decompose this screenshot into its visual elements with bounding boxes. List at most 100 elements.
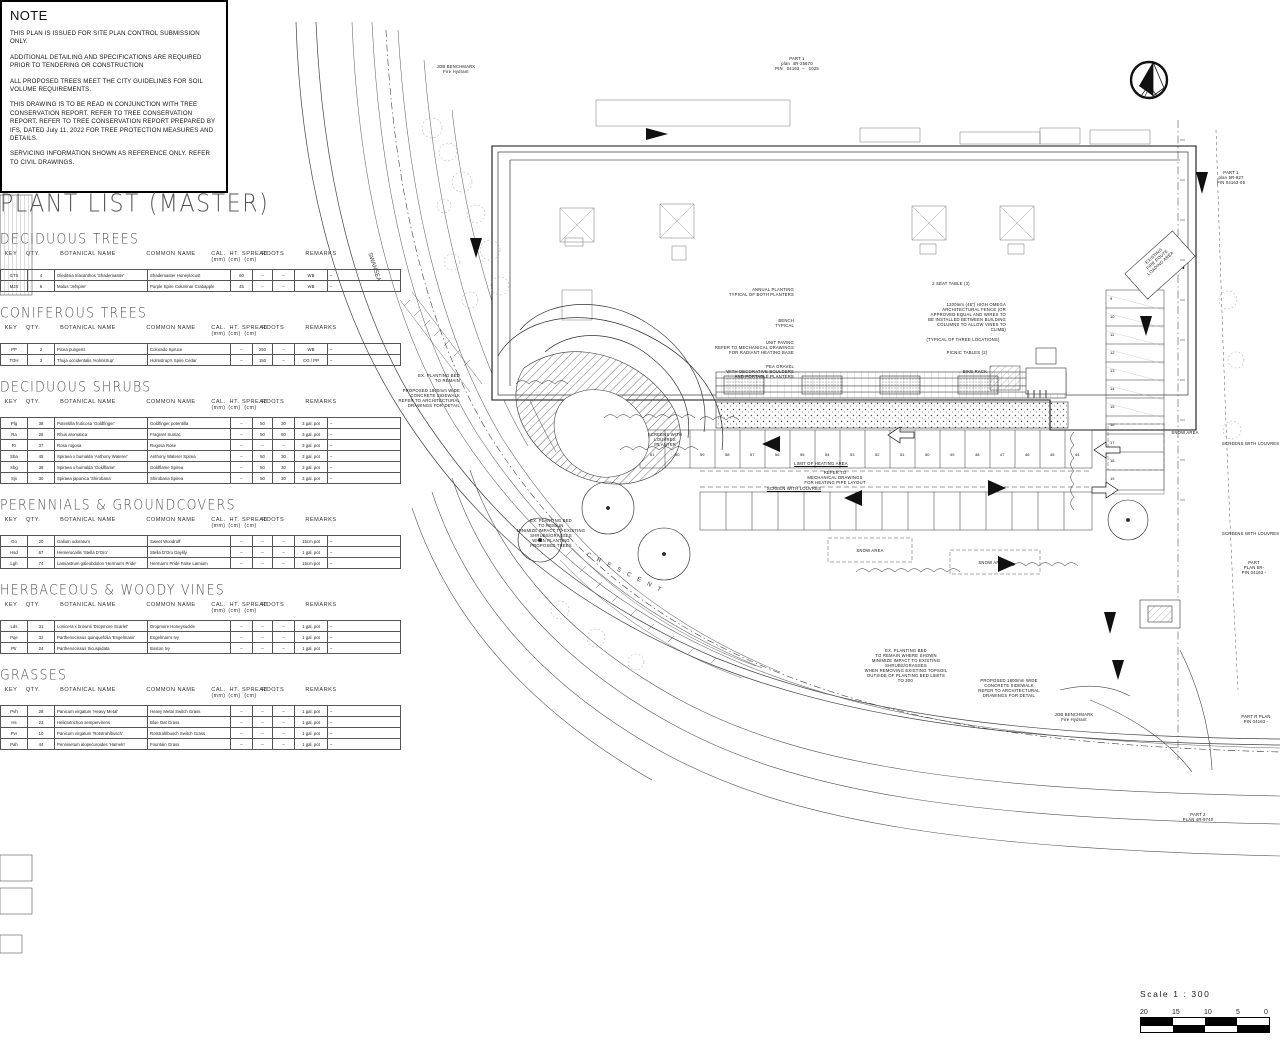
plant-section-title: GRASSES	[0, 665, 68, 683]
column-header: CAL.(mm)	[211, 687, 226, 699]
plant-section-title: PERENNIALS & GROUNDCOVERS	[0, 495, 236, 513]
column-header: BOTANICAL NAME	[60, 399, 116, 405]
scale-bar-graphic-bottom	[1140, 1026, 1270, 1033]
scale-label: Scale 1 : 300	[1140, 989, 1211, 999]
table-cell-remarks: –	[327, 557, 401, 569]
scale-tick: 5	[1235, 1009, 1240, 1016]
table-cell-remarks: –	[327, 738, 401, 750]
column-header: ROOTS	[261, 251, 285, 257]
column-header: REMARKS	[305, 517, 337, 523]
plant-table-header: KEY QTY. BOTANICAL NAME COMMON NAME CAL.(mm)…	[0, 687, 365, 699]
column-header: HT.(cm)	[228, 517, 241, 529]
plant-list: PLANT LIST (MASTER) DECIDUOUS TREES KEY QT…	[0, 190, 401, 750]
column-header: COMMON NAME	[146, 325, 196, 331]
table-cell-roots: 15cm pot	[294, 557, 328, 569]
table-cell-common: Purple Spire Columnar Crabapple	[147, 280, 231, 292]
column-header: HT.(cm)	[228, 687, 241, 699]
column-header: QTY.	[25, 517, 41, 523]
note-paragraph: THIS PLAN IS ISSUED FOR SITE PLAN CONTRO…	[10, 30, 200, 46]
column-header: REMARKS	[305, 325, 337, 331]
column-header: KEY	[4, 687, 18, 693]
note-paragraph: THIS DRAWING IS TO BE READ IN CONJUNCTIO…	[10, 101, 216, 143]
column-header: BOTANICAL NAME	[60, 602, 116, 608]
column-header: BOTANICAL NAME	[60, 251, 116, 257]
column-header: CAL.(mm)	[211, 325, 226, 337]
column-header: KEY	[4, 602, 18, 608]
column-header: COMMON NAME	[146, 251, 196, 257]
column-header: CAL.(mm)	[211, 517, 226, 529]
column-header: KEY	[4, 399, 18, 405]
table-row: MJS6Malus 'Jefspire'Purple Spire Columna…	[0, 280, 401, 292]
column-header: QTY.	[25, 687, 41, 693]
note-paragraph: ADDITIONAL DETAILING AND SPECIFICATIONS …	[10, 53, 202, 70]
column-header: CAL.(mm)	[211, 251, 226, 263]
table-cell-common: Fountain Grass	[147, 738, 231, 750]
plant-section-title: DECIDUOUS TREES	[0, 229, 140, 247]
table-cell-common: Holmstrup's Spire Cedar	[147, 354, 231, 366]
table-cell-remarks: –	[327, 472, 401, 484]
column-header: CAL.(mm)	[211, 399, 226, 411]
column-header: REMARKS	[305, 399, 337, 405]
column-header: BOTANICAL NAME	[60, 325, 116, 331]
column-header: SPREAD(cm)	[242, 325, 269, 337]
column-header: HT.(cm)	[228, 602, 241, 614]
table-cell-remarks: –	[327, 354, 401, 366]
plant-table-header: KEY QTY. BOTANICAL NAME COMMON NAME CAL.(mm)…	[0, 399, 365, 411]
plant-section-title: CONIFEROUS TREES	[0, 303, 148, 321]
table-cell-roots: 3 gal. pot	[294, 472, 328, 484]
plant-section-title: HERBACEOUS & WOODY VINES	[0, 580, 225, 598]
note-paragraph: SERVICING INFORMATION SHOWN AS REFERENCE…	[10, 150, 211, 166]
table-cell-qty: 44	[27, 738, 55, 750]
column-header: SPREAD(cm)	[242, 251, 269, 263]
column-header: REMARKS	[305, 251, 337, 257]
table-cell-remarks: –	[327, 280, 401, 292]
table-cell-cal: –	[230, 472, 253, 484]
column-header: QTY.	[25, 399, 41, 405]
scale-bar-graphic-top	[1140, 1017, 1270, 1026]
table-cell-qty: 30	[27, 472, 55, 484]
scale-tick: 0	[1264, 1009, 1268, 1016]
table-cell-botanical: Lamiastrum galeobdolon 'Herman's Pride'	[54, 557, 148, 569]
column-header: BOTANICAL NAME	[60, 687, 116, 693]
column-header: QTY.	[25, 602, 41, 608]
column-header: ROOTS	[261, 399, 285, 405]
column-header: REMARKS	[305, 687, 337, 693]
column-header: SPREAD(cm)	[242, 687, 269, 699]
table-cell-spread: –	[272, 642, 295, 654]
note-title: NOTE	[10, 8, 48, 23]
column-header: COMMON NAME	[146, 399, 196, 405]
column-header: SPREAD(cm)	[242, 517, 269, 529]
table-cell-common: Herman's Pride False Lamium	[147, 557, 231, 569]
column-header: KEY	[4, 517, 18, 523]
plant-list-title: PLANT LIST (MASTER)	[0, 190, 270, 218]
column-header: HT.(cm)	[228, 325, 241, 337]
column-header: HT.(cm)	[228, 251, 241, 263]
column-header: BOTANICAL NAME	[60, 517, 116, 523]
column-header: COMMON NAME	[146, 687, 196, 693]
column-header: SPREAD(cm)	[242, 602, 269, 614]
north-arrow-icon	[1129, 60, 1169, 100]
table-cell-remarks: –	[327, 642, 401, 654]
column-header: ROOTS	[261, 517, 285, 523]
column-header: ROOTS	[261, 687, 285, 693]
column-header: COMMON NAME	[146, 517, 196, 523]
column-header: QTY.	[25, 251, 41, 257]
column-header: CAL.(mm)	[211, 602, 226, 614]
column-header: QTY.	[25, 325, 41, 331]
